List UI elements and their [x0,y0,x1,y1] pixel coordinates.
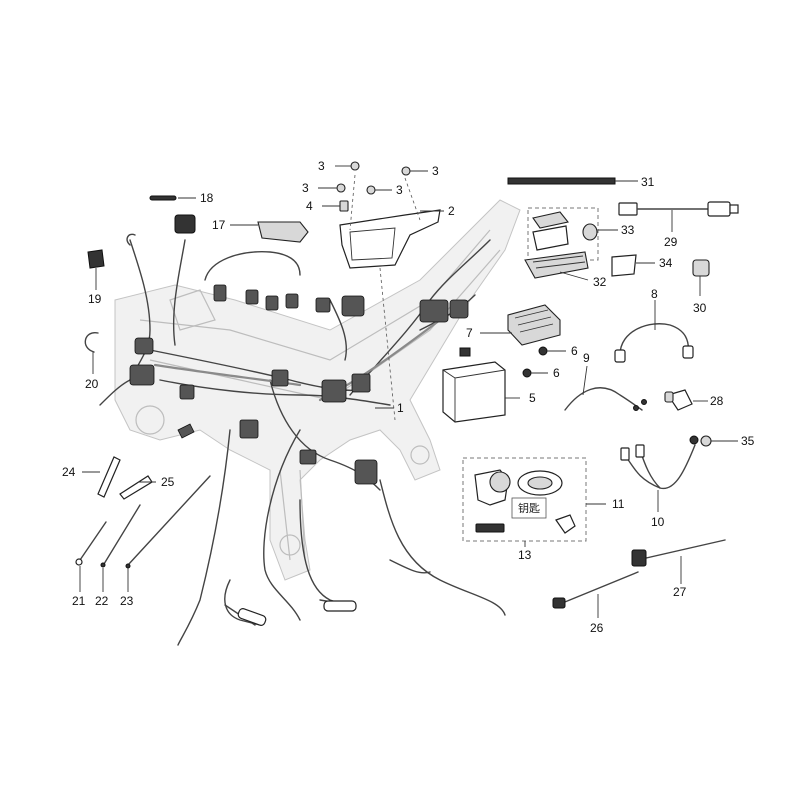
callout-10: 10 [651,515,665,529]
bolt-21[interactable] [75,521,107,566]
callout-3-a: 3 [318,159,325,173]
callout-24: 24 [62,465,76,479]
callout-18: 18 [200,191,214,205]
tie-22[interactable] [100,504,141,568]
callout-34: 34 [659,256,673,270]
bolt-35[interactable] [700,435,712,447]
connector-30[interactable] [692,259,710,277]
callout-31: 31 [641,175,655,189]
callout-6-b: 6 [553,366,560,380]
screw-3c[interactable] [336,183,346,193]
grommet-19[interactable] [87,249,105,269]
fuse-holder[interactable] [174,214,196,234]
strap-17[interactable] [257,221,309,243]
harness-connectors [129,284,469,485]
nut-6b[interactable] [522,368,532,378]
callout-27: 27 [673,585,687,599]
callout-3-c: 3 [302,181,309,195]
callout-7: 7 [466,326,473,340]
strip-31[interactable] [507,177,616,185]
cable-piece-18[interactable] [149,195,177,201]
callout-13: 13 [518,548,532,562]
callout-3-d: 3 [396,183,403,197]
nut-6a[interactable] [538,346,548,356]
callout-22: 22 [95,594,109,608]
key-label-box [511,497,547,519]
callout-9: 9 [583,351,590,365]
callout-2: 2 [448,204,455,218]
callout-26: 26 [590,621,604,635]
oxygen-sensor-left[interactable] [224,604,267,626]
battery-tray[interactable] [339,209,441,269]
plate-25[interactable] [119,475,153,500]
callout-20: 20 [85,377,99,391]
callout-21: 21 [72,594,86,608]
screw-3a[interactable] [350,161,360,171]
cable-tie-26[interactable] [552,571,639,609]
callout-25: 25 [161,475,175,489]
screw-3b[interactable] [401,166,411,176]
callout-5: 5 [529,391,536,405]
key-lock-set: 钥匙 [462,457,587,542]
regulator[interactable] [507,304,561,346]
clip-20[interactable] [84,332,99,353]
oxygen-sensor-right[interactable] [319,599,357,612]
callout-6-a: 6 [571,344,578,358]
callout-28: 28 [710,394,724,408]
callout-1: 1 [397,401,404,415]
battery[interactable] [442,347,506,423]
callout-8: 8 [651,287,658,301]
callout-19: 19 [88,292,102,306]
key-label: 钥匙 [518,501,540,515]
callout-11: 11 [612,497,625,511]
callout-32: 32 [593,275,607,289]
cable-tie-27[interactable] [631,539,726,567]
tie-23[interactable] [125,475,211,569]
callout-numbers: 1 2 3 3 3 3 4 5 6 6 7 8 9 10 11 13 17 18… [62,159,755,635]
callout-33: 33 [621,223,635,237]
clip-4[interactable] [339,200,349,212]
module-group [524,207,637,279]
callout-30: 30 [693,301,707,315]
callout-17: 17 [212,218,226,232]
leader-lines [79,165,738,618]
screw-3d[interactable] [366,185,376,195]
sub-harness-10[interactable] [620,435,699,490]
callout-23: 23 [120,594,134,608]
strap-24[interactable] [97,456,121,498]
cable-8[interactable] [614,323,694,363]
callout-4: 4 [306,199,313,213]
callout-3-b: 3 [432,164,439,178]
callout-29: 29 [664,235,678,249]
plug-29[interactable] [618,201,739,217]
sensor-28[interactable] [664,389,693,411]
callout-35: 35 [741,434,755,448]
lead-9[interactable] [564,387,647,411]
